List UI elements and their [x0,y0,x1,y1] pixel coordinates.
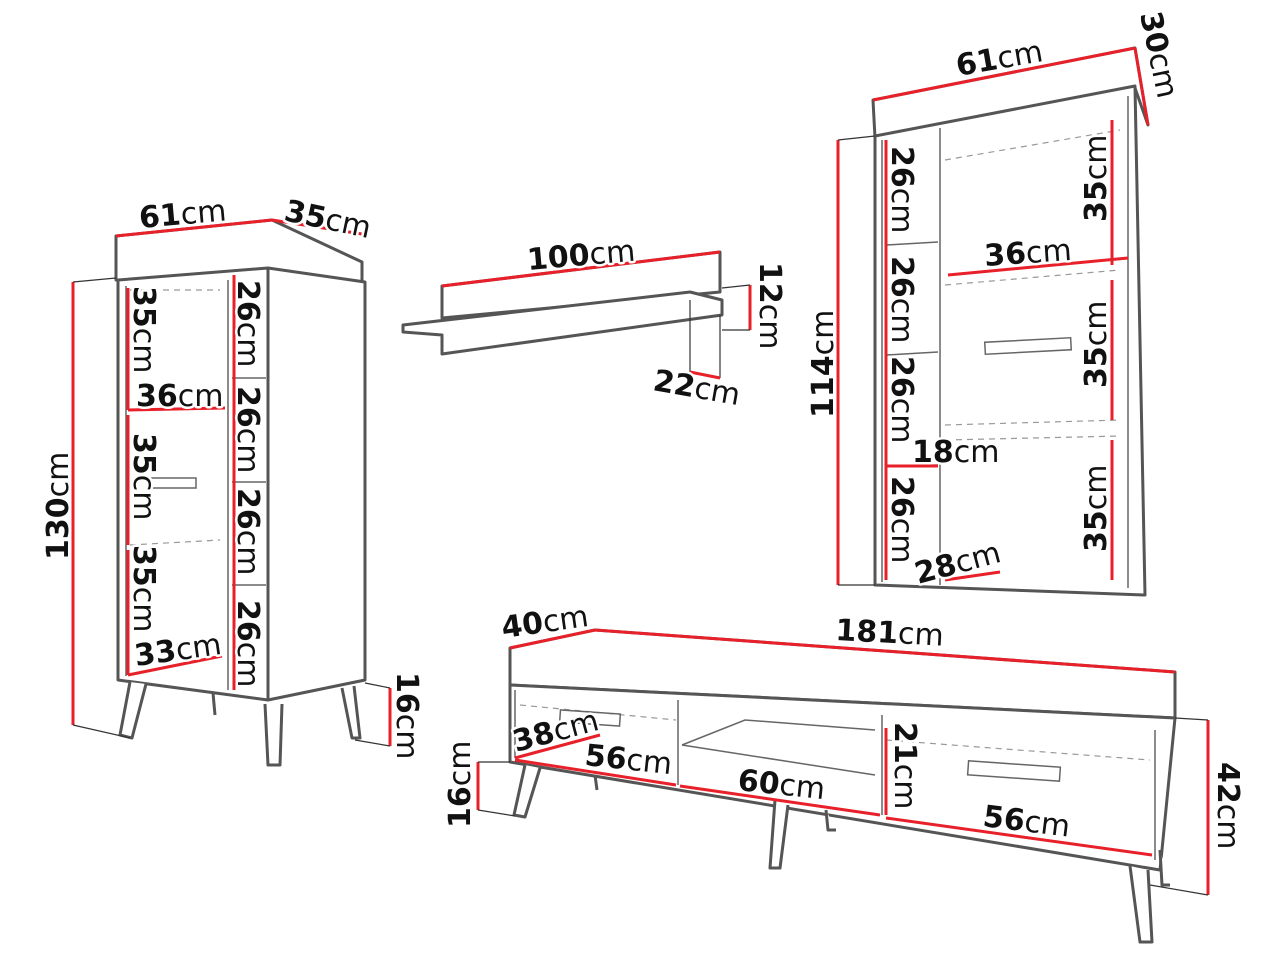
tall-cabinet-shelf-2-label: 26cm [230,386,265,473]
wall-cabinet-section-3-label: 35cm [1079,465,1114,552]
tall-cabinet-side [266,266,367,702]
tv-unit-middle-height-label: 21cm [887,722,922,809]
wall-cabinet-section-2-label: 35cm [1079,301,1114,388]
tall-cabinet-shelf-3-label: 26cm [230,488,265,575]
shelf-width-label: 100cm [526,234,637,278]
tv-unit [476,628,1210,944]
tv-unit-left-drawer-label: 56cm [583,738,674,782]
wall-cabinet-shelf-3-label: 26cm [884,356,919,443]
wall-cabinet-shelf-1-label: 26cm [884,146,919,233]
wall-cabinet-side-width-label: 18cm [912,435,999,470]
wall-cabinet-inner-width-label: 36cm [983,233,1073,274]
handle-icon [558,709,622,727]
tall-cabinet-leg-label: 16cm [389,672,424,759]
tall-cabinet-height-label: 130cm [41,452,76,560]
wall-cabinet-depth-label: 30cm [1132,8,1184,101]
tall-cabinet-width-label: 61cm [138,193,228,235]
tv-unit-middle-width-label: 60cm [736,763,827,807]
tall-cabinet-shelf-4-label: 26cm [230,600,265,687]
tall-cabinet-shelf-1-label: 26cm [230,280,265,367]
tv-unit-height-label: 42cm [1210,762,1245,849]
wall-cabinet-section-1-label: 35cm [1079,135,1114,222]
handle-icon [966,760,1062,782]
tall-cabinet-section-3-label: 35cm [126,545,161,632]
wall-cabinet-shelf-2-label: 26cm [884,256,919,343]
shelf-board [401,290,724,356]
legs [118,681,362,767]
legs [512,764,1170,944]
tv-unit-right-drawer-label: 56cm [981,799,1072,844]
tall-cabinet [71,218,392,767]
tall-cabinet-inner-depth-label: 33cm [132,627,223,674]
handle-icon [149,477,197,489]
wall-shelf [401,250,752,380]
wall-cabinet [836,46,1150,597]
tall-cabinet-section-2-label: 35cm [126,433,161,520]
tv-unit-width-label: 181cm [835,613,945,654]
shelf-height-label: 12cm [752,262,787,349]
tv-unit-depth-label: 40cm [499,599,590,646]
handle-icon [983,336,1073,356]
tv-unit-leg-label: 16cm [443,741,478,828]
shelf-depth-label: 22cm [651,363,743,413]
wall-cabinet-shelf-4-label: 26cm [884,476,919,563]
tall-cabinet-inner-width-label: 36cm [136,379,223,414]
wall-cabinet-height-label: 114cm [806,310,841,418]
tall-cabinet-section-1-label: 35cm [126,286,161,373]
